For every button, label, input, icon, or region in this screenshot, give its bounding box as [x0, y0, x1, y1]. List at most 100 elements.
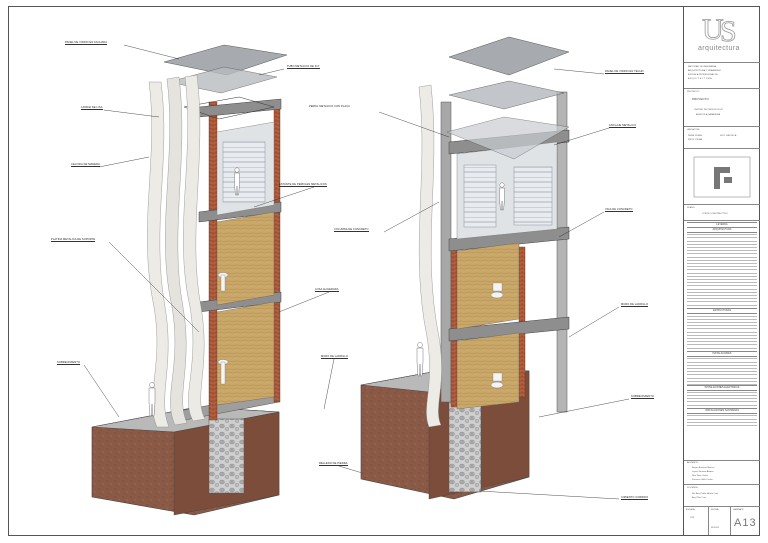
label-right-0: PANEL DE VIDRIO EN TECHO [605, 70, 644, 74]
legend-row [687, 235, 757, 239]
legend-row [687, 302, 757, 306]
legend-row [687, 257, 757, 261]
sheet-info-cell: ESCALA: 1/25 FECHA: 01/2023 LAMINA N° A1… [684, 507, 760, 535]
label-right-1: ANCLAJE METALICO [609, 124, 637, 128]
svg-text:S: S [720, 15, 737, 47]
legend-row [687, 342, 757, 346]
advisor-1: Ms. Arq. Pablo Martin Cruz [692, 493, 719, 495]
legend-section-head: ESTRUCTURAS [687, 308, 757, 315]
legend-row [687, 413, 757, 417]
location-cell: UBICACION: DEPA: PIURA PROV: PIURA DIST:… [684, 127, 760, 149]
legend-row [687, 296, 757, 300]
legend-row [687, 251, 757, 255]
date-label: FECHA: [711, 509, 720, 511]
legend-section-head: ARQUITECTURA [687, 227, 757, 233]
legend-row [687, 292, 757, 297]
label-right-4: COLUMNA DE CONCRETO [334, 228, 369, 232]
label-left-0: PANEL DE VIDRIO EN FACHADA [65, 41, 108, 45]
label-right-2: PERFIL METALICO CON PLACA [309, 105, 350, 108]
faculty-line-2: ARQUITECTURA Y URBANISMO [688, 70, 721, 72]
logo-wordmark: arquitectura [698, 45, 740, 52]
legend-row [687, 416, 757, 420]
legend-row [687, 232, 757, 236]
title-block: U S arquitectura FACULTAD DE INGENIERIA,… [683, 7, 760, 535]
legend-row [687, 375, 757, 379]
legend-row [687, 356, 757, 360]
logo-cell: U S arquitectura [684, 7, 760, 63]
label-right-7: CIMIENTO CORRIDO [621, 496, 649, 500]
legend-row [687, 392, 757, 396]
scale-value: 1/25 [690, 517, 695, 519]
legend-row [687, 402, 757, 406]
legend-row [687, 299, 757, 303]
faculty-line-3: ESCUELA PROFESIONAL DE [688, 74, 718, 76]
legend-row [687, 419, 757, 423]
label-left-9: RELLENO DE PIEDRA [319, 462, 348, 466]
legend-row [687, 378, 757, 382]
plan-name-cell: PLANO: CORTE CONSTRUCTIVO [684, 205, 760, 221]
legend-row [687, 260, 757, 265]
project-name: CENTRO DE PRODUCCION [694, 109, 723, 111]
legend-row [687, 270, 757, 274]
location-prov: PROV: PIURA [688, 139, 703, 141]
drawing-sheet: PANEL DE VIDRIO EN FACHADA TUBO METALICO… [8, 6, 760, 536]
plan-name: CORTE CONSTRUCTIVO [702, 213, 728, 215]
author-3: Ruiz Ruiz Carlos [692, 475, 709, 477]
faculty-cell: FACULTAD DE INGENIERIA, ARQUITECTURA Y U… [684, 63, 760, 89]
author-1: Reyes Bautista Marcos [692, 467, 715, 469]
legend-row [687, 345, 757, 349]
label-right-5: MURO DE LADRILLO [621, 303, 649, 307]
legend-row [687, 273, 757, 277]
project-label: PROYECTO: [687, 91, 700, 93]
legend-row [687, 319, 757, 323]
legend-row [687, 359, 757, 363]
legend-row [687, 365, 757, 370]
key-plan-icon [693, 156, 751, 198]
faculty-line-4: A R Q U I T E C T U R A [688, 78, 712, 80]
location-district: DIST: CASTILLA [720, 135, 737, 137]
keyplan-cell [684, 149, 760, 205]
legend-row [687, 276, 757, 281]
legend-row [687, 395, 757, 400]
drawing-area: PANEL DE VIDRIO EN FACHADA TUBO METALICO… [9, 7, 681, 535]
project-cell: PROYECTO: PROYECTO CENTRO DE PRODUCCION … [684, 89, 760, 127]
legend-row [687, 338, 757, 343]
legend-row [687, 289, 757, 293]
legend-row [687, 238, 757, 242]
sheet-label: LAMINA N° [733, 509, 745, 511]
legend-section-head: INSTALACIONES SANITARIAS [687, 408, 757, 415]
plan-label: PLANO: [687, 207, 696, 209]
legend-row [687, 313, 757, 317]
svg-text:U: U [702, 13, 724, 46]
author-2: Leyva Serrano Andres [692, 471, 714, 473]
legend-row [687, 422, 757, 427]
label-left-1: TUBO METALICO DE 3/4" [287, 65, 320, 69]
legend-row [687, 369, 757, 373]
location-dept: DEPA: PIURA [688, 135, 702, 137]
label-left-4: ESTANTE DE PERFILES METALICOS [279, 183, 327, 187]
legend-row [687, 244, 757, 249]
legend-row [687, 267, 757, 271]
label-right-6: SOBRECIMIENTO [631, 395, 655, 399]
authors-cell: ALUMNOS: Reyes Bautista Marcos Leyva Ser… [684, 461, 760, 485]
label-left-7: SOBRECIMIENTO [57, 361, 81, 365]
legend-row [687, 264, 757, 268]
legend-row [687, 280, 757, 284]
legend-row [687, 335, 757, 339]
right-section [360, 36, 630, 500]
location-label: UBICACION: [687, 129, 700, 131]
label-left-2: LAMINA DE LISA [81, 106, 103, 110]
advisor-label: DOCENTE: [687, 487, 699, 489]
legend-section-head: INSTALACIONES ELECTRICAS [687, 384, 757, 391]
sheet-number: A13 [734, 517, 757, 529]
legend-row [687, 389, 757, 393]
advisor-cell: DOCENTE: Ms. Arq. Pablo Martin Cruz Arq.… [684, 485, 760, 507]
legend-row [687, 322, 757, 327]
university-logo-icon: U S [702, 13, 737, 49]
legend-row [687, 326, 757, 330]
legend-row [687, 283, 757, 287]
left-section [83, 44, 410, 516]
legend-row [687, 316, 757, 320]
label-left-6: LOSA ALIGERADA [315, 288, 339, 292]
label-right-3: VIGA DE CONCRETO [605, 208, 633, 212]
